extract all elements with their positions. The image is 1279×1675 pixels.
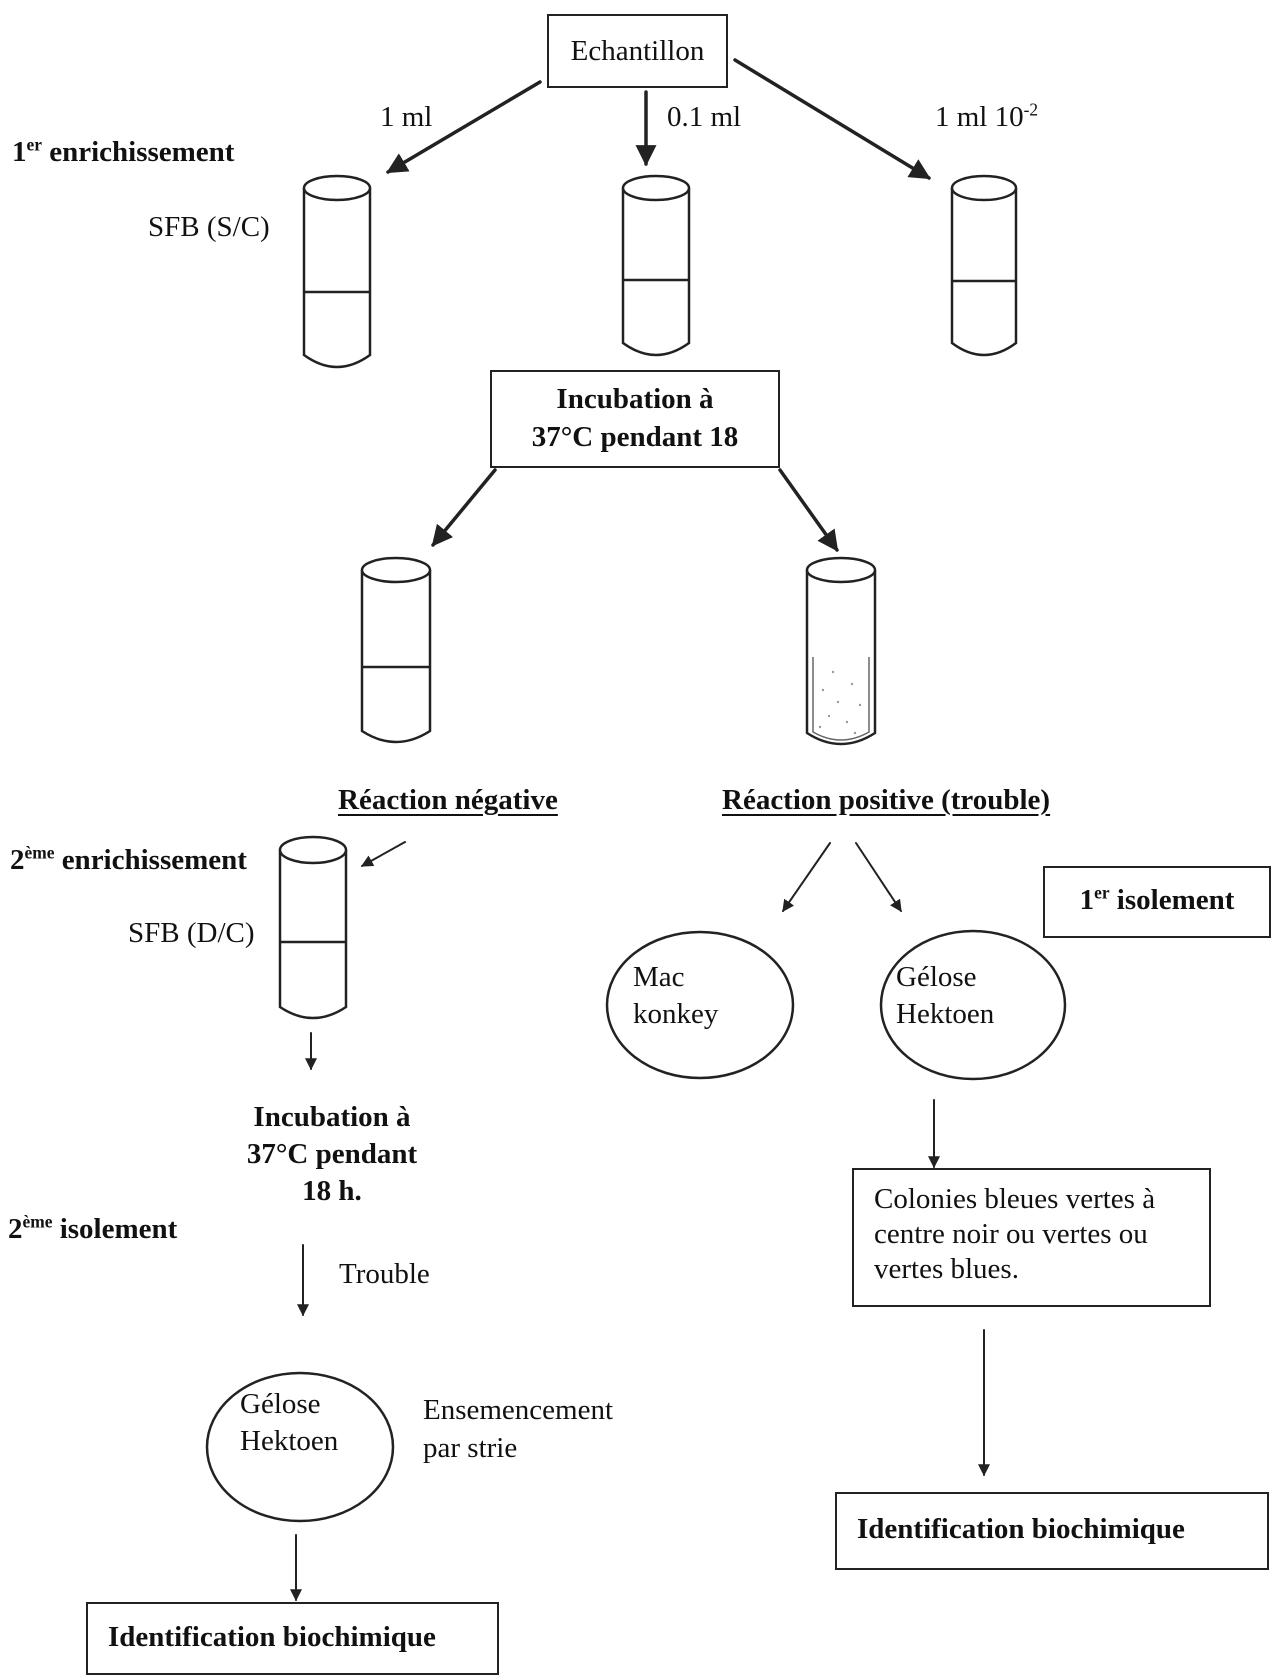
second-enrichment-medium: SFB (D/C) bbox=[128, 917, 255, 949]
sample-label: Echantillon bbox=[570, 35, 705, 67]
incubation-2-line1: Incubation à bbox=[253, 1101, 411, 1133]
hektoen-2-line1: Gélose bbox=[240, 1388, 321, 1420]
hektoen-plate-2 bbox=[205, 1371, 395, 1523]
incubation-1-line2: 37°C pendant 18 bbox=[531, 421, 739, 453]
second-isolation-label: 2ème isolement bbox=[8, 1211, 178, 1245]
first-enrichment-medium: SFB (S/C) bbox=[148, 211, 270, 243]
incubation-1-line1: Incubation à bbox=[556, 383, 714, 415]
negative-reaction-label: Réaction négative bbox=[338, 784, 558, 816]
arrow-to-second-enrichment-tube bbox=[360, 841, 406, 867]
volume-label-1: 1 ml bbox=[380, 101, 433, 133]
mackonkey-line2: konkey bbox=[633, 998, 719, 1030]
first-isolation-label: 1er isolement bbox=[1079, 882, 1235, 916]
arrow-positive-to-hektoen bbox=[855, 842, 902, 913]
arrow-sample-to-tube-1 bbox=[386, 80, 542, 174]
hektoen-line1: Gélose bbox=[896, 961, 977, 993]
incubation-2-line2: 37°C pendant bbox=[246, 1138, 418, 1170]
mackonkey-line1: Mac bbox=[633, 961, 685, 993]
positive-reaction-label: Réaction positive (trouble) bbox=[722, 784, 1051, 816]
arrow-positive-to-mackonkey bbox=[782, 842, 831, 912]
trouble-label: Trouble bbox=[339, 1258, 430, 1290]
mackonkey-plate bbox=[605, 930, 795, 1080]
first-enrichment-label: 1er enrichissement bbox=[12, 134, 235, 168]
arrow-incubation-to-positive bbox=[778, 468, 839, 552]
streaking-line1: Ensemencement bbox=[423, 1394, 614, 1426]
test-tube-2 bbox=[621, 174, 691, 357]
test-tube-3 bbox=[950, 174, 1018, 357]
colonies-box: Colonies bleues vertes à centre noir ou … bbox=[852, 1168, 1211, 1307]
second-enrichment-label: 2ème enrichissement bbox=[10, 842, 247, 876]
sample-box: Echantillon bbox=[547, 14, 728, 88]
colonies-text: Colonies bleues vertes à centre noir ou … bbox=[874, 1183, 1156, 1285]
arrow-sample-to-tube-3 bbox=[733, 58, 931, 180]
identification-right-label: Identification biochimique bbox=[857, 1513, 1185, 1545]
test-tube-positive bbox=[805, 556, 877, 746]
hektoen-plate bbox=[879, 929, 1067, 1081]
test-tube-second-enrichment bbox=[278, 835, 348, 1020]
arrow-incubation-to-negative bbox=[431, 468, 497, 547]
volume-label-2: 0.1 ml bbox=[667, 101, 742, 133]
hektoen-line2: Hektoen bbox=[896, 998, 995, 1030]
incubation-box-1: Incubation à 37°C pendant 18 bbox=[490, 370, 780, 468]
identification-left-label: Identification biochimique bbox=[108, 1621, 436, 1653]
streaking-line2: par strie bbox=[423, 1432, 518, 1464]
test-tube-negative bbox=[360, 556, 432, 744]
identification-box-left: Identification biochimique bbox=[86, 1602, 499, 1675]
volume-label-3: 1 ml 10-2 bbox=[935, 99, 1039, 133]
first-isolation-box: 1er isolement bbox=[1043, 866, 1271, 938]
test-tube-1 bbox=[302, 174, 372, 369]
turbidity-dots bbox=[818, 670, 862, 735]
incubation-2-line3: 18 h. bbox=[302, 1175, 362, 1207]
hektoen-2-line2: Hektoen bbox=[240, 1425, 339, 1457]
identification-box-right: Identification biochimique bbox=[835, 1492, 1269, 1570]
